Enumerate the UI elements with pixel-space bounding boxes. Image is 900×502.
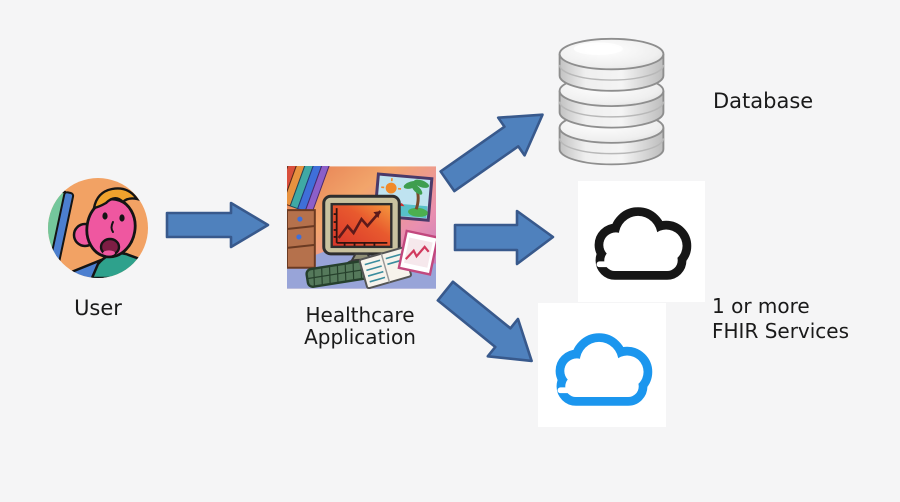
- fhir-services-label: 1 or more FHIR Services: [712, 294, 849, 344]
- arrow-app-to-fhir-blue: [427, 270, 549, 383]
- arrow-app-to-fhir-black: [453, 208, 555, 267]
- fhir-services-label-line1: 1 or more: [712, 294, 810, 318]
- cloud-outline-black-icon: [578, 181, 705, 302]
- user-label: User: [74, 296, 122, 320]
- cloud-outline-blue-icon: [538, 303, 666, 427]
- healthcare-app-label: Healthcare Application: [285, 304, 435, 348]
- database-label: Database: [713, 89, 814, 113]
- healthcare-app-illustration: [274, 149, 440, 290]
- healthcare-app-label-line2: Application: [304, 325, 416, 349]
- user-avatar-icon: [48, 178, 148, 278]
- database-cylinders-icon: [553, 37, 670, 168]
- arrow-user-to-app: [165, 201, 270, 249]
- healthcare-app-label-line1: Healthcare: [305, 303, 415, 327]
- fhir-services-label-line2: FHIR Services: [712, 319, 850, 343]
- arrow-app-to-database: [432, 93, 559, 203]
